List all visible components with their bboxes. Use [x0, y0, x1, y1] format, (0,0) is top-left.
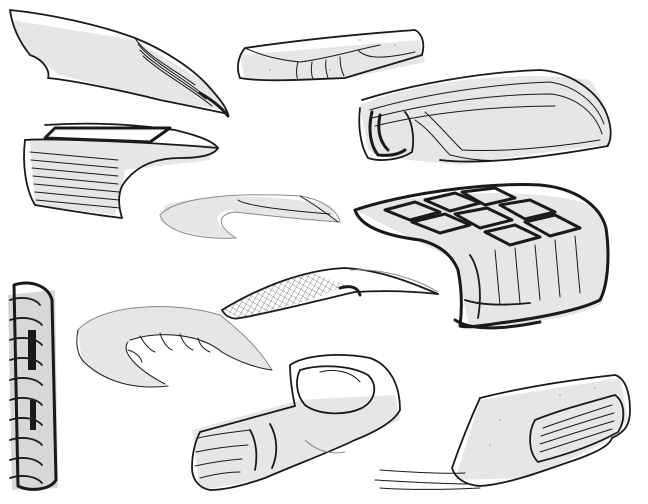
far-left-ribbed-column	[8, 281, 58, 491]
bottom-right-box-form	[374, 374, 631, 490]
top-center-soft-bar	[237, 29, 425, 82]
left-u-tray	[76, 306, 273, 388]
top-right-ribbed-dome	[358, 69, 612, 165]
center-c-shape	[159, 194, 341, 239]
top-left-layered-slab	[9, 9, 230, 118]
bottom-center-glove-form	[191, 354, 401, 491]
right-padded-cushion	[353, 183, 610, 330]
left-book-block	[23, 122, 219, 219]
center-mesh-blade	[221, 267, 439, 320]
